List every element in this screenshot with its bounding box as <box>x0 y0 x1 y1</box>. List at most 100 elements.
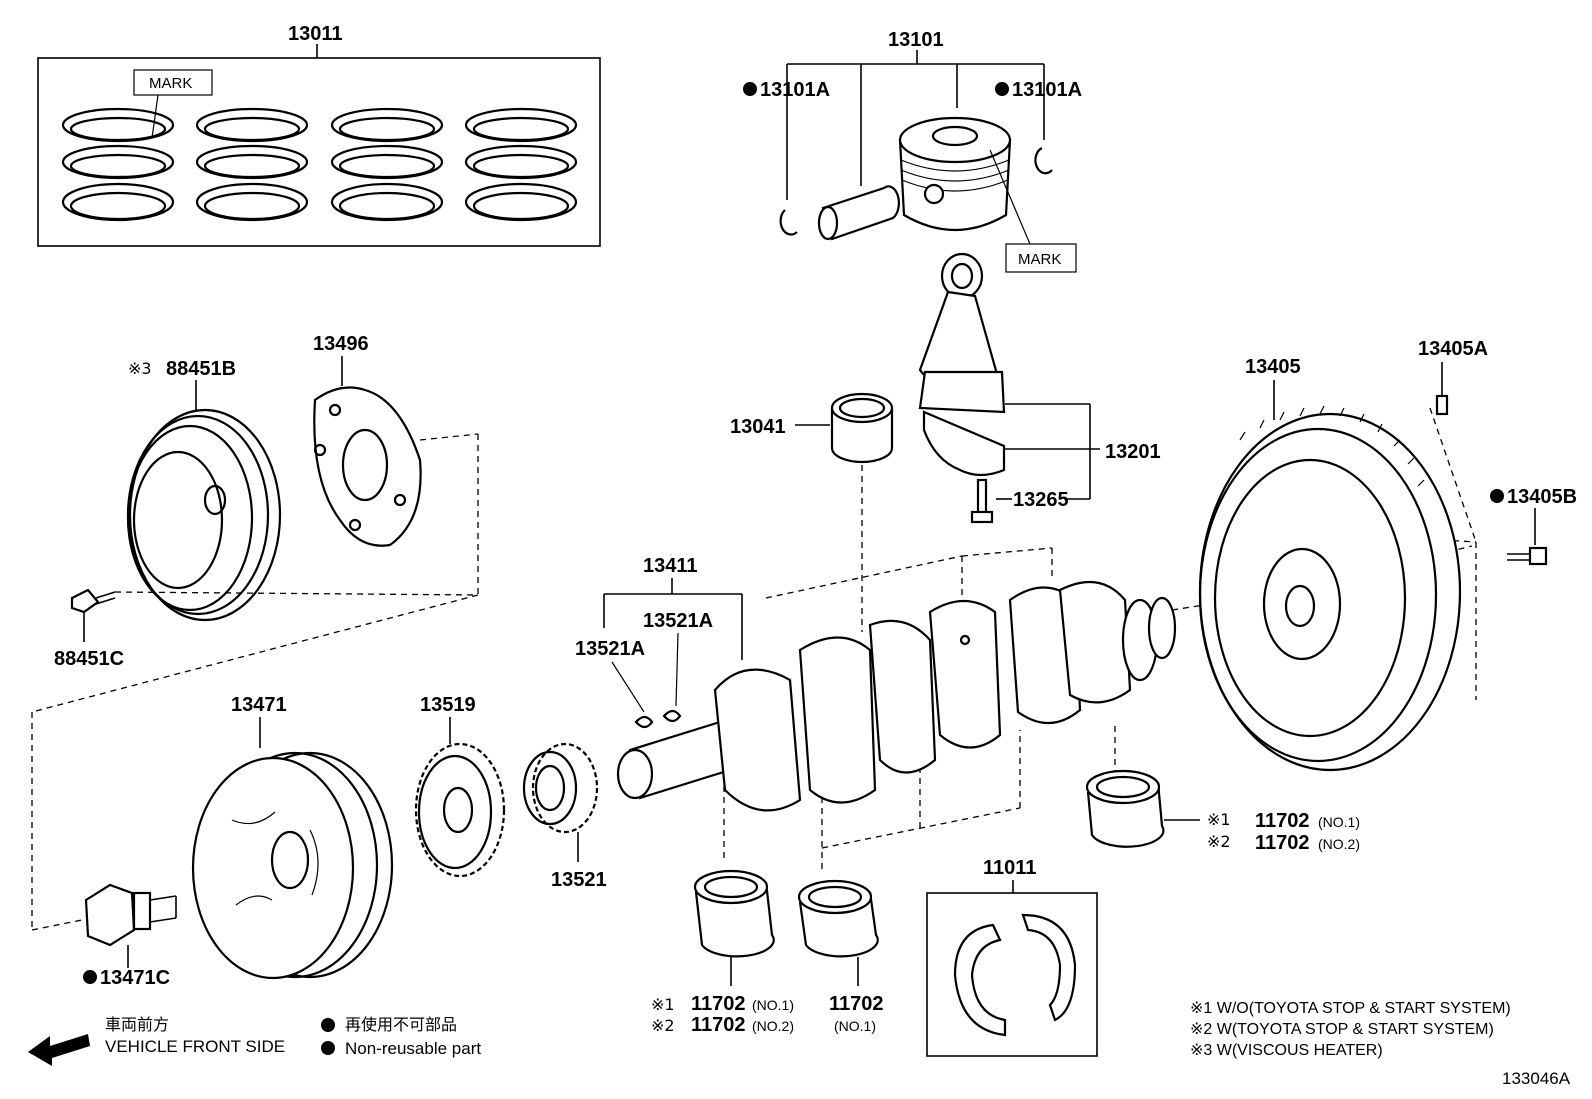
legend-direction-en: VEHICLE FRONT SIDE <box>105 1037 285 1056</box>
crankshaft-icon <box>616 580 1177 812</box>
main-bearing-lower-mid-group: 11702 (NO.1) <box>797 879 884 1034</box>
thrust-washer-group: 11011 <box>926 857 1098 1057</box>
rod-cap-icon <box>922 410 1006 477</box>
plate-13496-icon <box>313 386 422 547</box>
nonreusable-dot-icon <box>321 1018 335 1032</box>
bearing-right-2-label[interactable]: 11702 <box>1255 832 1310 854</box>
part-88451B-prefix: ※3 <box>128 359 152 378</box>
rod-bolt-icon <box>970 478 994 524</box>
footnotes: ※1 W/O(TOYOTA STOP & START SYSTEM) ※2 W(… <box>1190 1000 1511 1059</box>
part-13101A-left-label[interactable]: 13101A <box>760 79 830 101</box>
main-bearing-lower-mid-icon <box>797 879 879 958</box>
sprocket-13521-group: 13521 <box>522 742 607 891</box>
part-13201-label[interactable]: 13201 <box>1105 441 1161 463</box>
part-13521-label[interactable]: 13521 <box>551 869 607 891</box>
rod-bearing-group: 13041 <box>730 392 894 632</box>
piston-mark-label: MARK <box>1018 251 1061 268</box>
nonreusable-dot-icon <box>995 82 1009 96</box>
part-13405B-label[interactable]: 13405B <box>1507 486 1577 508</box>
footnote-1: ※1 W/O(TOYOTA STOP & START SYSTEM) <box>1190 1000 1511 1017</box>
part-13411-label[interactable]: 13411 <box>643 555 698 577</box>
part-11011-label[interactable]: 11011 <box>983 857 1036 879</box>
legend-nonreusable-jp: 再使用不可部品 <box>345 1015 457 1034</box>
damper-bolt-icon <box>84 883 177 947</box>
dowel-pin-icon <box>1435 394 1449 416</box>
alignment-dashes <box>31 407 1477 931</box>
bearing-left-2-prefix: ※2 <box>651 1016 675 1035</box>
bearing-left-1-note: (NO.1) <box>752 997 794 1013</box>
ring-stack-3 <box>330 107 444 222</box>
part-13471-label[interactable]: 13471 <box>231 694 287 716</box>
bearing-right-2-prefix: ※2 <box>1207 832 1231 851</box>
gear-13519-group: 13519 <box>414 694 506 878</box>
ring-mark-label: MARK <box>149 75 192 92</box>
connecting-rod-icon <box>918 252 1006 414</box>
legend: 車両前方 VEHICLE FRONT SIDE 再使用不可部品 Non-reus… <box>28 1015 481 1066</box>
main-bearing-lower-left-icon <box>693 869 775 958</box>
legend-nonreusable-en: Non-reusable part <box>345 1039 481 1058</box>
thrust-washer-frame <box>926 892 1098 1057</box>
part-13405-label[interactable]: 13405 <box>1245 356 1301 378</box>
bearing-mid-note: (NO.1) <box>834 1018 876 1034</box>
flywheel-group: 13405 13405A 13405B <box>1198 338 1577 772</box>
woodruff-key-icon <box>662 709 682 723</box>
part-13521A-left-label[interactable]: 13521A <box>575 638 645 660</box>
footnote-3: ※3 W(VISCOUS HEATER) <box>1190 1042 1383 1059</box>
thrust-washer-right-icon <box>1021 913 1077 1022</box>
ring-stack-1 <box>61 107 175 222</box>
snap-ring-right-icon <box>1034 147 1053 175</box>
bearing-right-2-note: (NO.2) <box>1318 836 1360 852</box>
rod-bearing-icon <box>830 392 894 464</box>
part-88451C-label[interactable]: 88451C <box>54 648 124 670</box>
piston-pin-icon <box>817 185 900 241</box>
part-13011-label[interactable]: 13011 <box>288 23 343 45</box>
snap-ring-left-icon <box>779 209 798 236</box>
flywheel-bolt-icon <box>1507 546 1548 566</box>
part-13405A-label[interactable]: 13405A <box>1418 338 1488 360</box>
piston-ring-set-group: 13011 MARK <box>37 23 601 247</box>
footnote-2: ※2 W(TOYOTA STOP & START SYSTEM) <box>1190 1021 1494 1038</box>
damper-pulley-icon <box>191 751 394 980</box>
part-88451B-label[interactable]: 88451B <box>166 358 236 380</box>
bearing-mid-label[interactable]: 11702 <box>829 993 884 1015</box>
main-bearing-lower-left-group: ※1 11702 (NO.1) ※2 11702 (NO.2) <box>651 869 794 1036</box>
part-13519-label[interactable]: 13519 <box>420 694 476 716</box>
part-13521A-top-label[interactable]: 13521A <box>643 610 713 632</box>
damper-pulley-group: 13471 13471C <box>83 694 394 989</box>
crankshaft-group: 13411 13521A 13521A <box>575 555 1177 812</box>
pulley-bolt-88451C-icon <box>70 588 116 614</box>
ring-mark-box <box>133 69 213 96</box>
ring-stack-4 <box>464 107 578 222</box>
front-direction-arrow-icon <box>28 1034 90 1066</box>
part-13496-label[interactable]: 13496 <box>313 333 369 355</box>
pulley-88451B-icon <box>126 408 282 622</box>
pulley-88451B-group: ※3 88451B 88451C <box>54 358 282 670</box>
gear-13519-icon <box>414 742 506 878</box>
main-bearing-right-icon <box>1085 769 1165 848</box>
part-13265-label[interactable]: 13265 <box>1013 489 1069 511</box>
nonreusable-dot-icon <box>743 82 757 96</box>
bearing-left-1-label[interactable]: 11702 <box>691 993 746 1015</box>
thrust-washer-left-icon <box>953 923 1007 1037</box>
plate-13496-group: 13496 <box>313 333 422 547</box>
part-13041-label[interactable]: 13041 <box>730 416 786 438</box>
part-13101-label[interactable]: 13101 <box>888 29 944 51</box>
ring-set-frame <box>37 57 601 247</box>
bearing-left-1-prefix: ※1 <box>651 995 675 1014</box>
bearing-left-2-label[interactable]: 11702 <box>691 1014 746 1036</box>
sprocket-13521-icon <box>522 742 599 834</box>
bearing-right-1-label[interactable]: 11702 <box>1255 810 1310 832</box>
ring-stack-2 <box>195 107 309 222</box>
bearing-right-1-note: (NO.1) <box>1318 814 1360 830</box>
connecting-rod-group: 13201 13265 <box>918 252 1161 524</box>
part-13101A-right-label[interactable]: 13101A <box>1012 79 1082 101</box>
piston-mark-box <box>1005 243 1077 273</box>
main-bearing-right-group: ※1 11702 (NO.1) ※2 11702 (NO.2) <box>1085 769 1360 854</box>
woodruff-key-icon <box>634 715 654 729</box>
piston-group: 13101 13101A 13101A MARK <box>743 29 1082 273</box>
part-13471C-label[interactable]: 13471C <box>100 967 170 989</box>
diagram-id: 133046A <box>1502 1069 1571 1088</box>
bearing-left-2-note: (NO.2) <box>752 1018 794 1034</box>
piston-icon <box>898 116 1012 231</box>
